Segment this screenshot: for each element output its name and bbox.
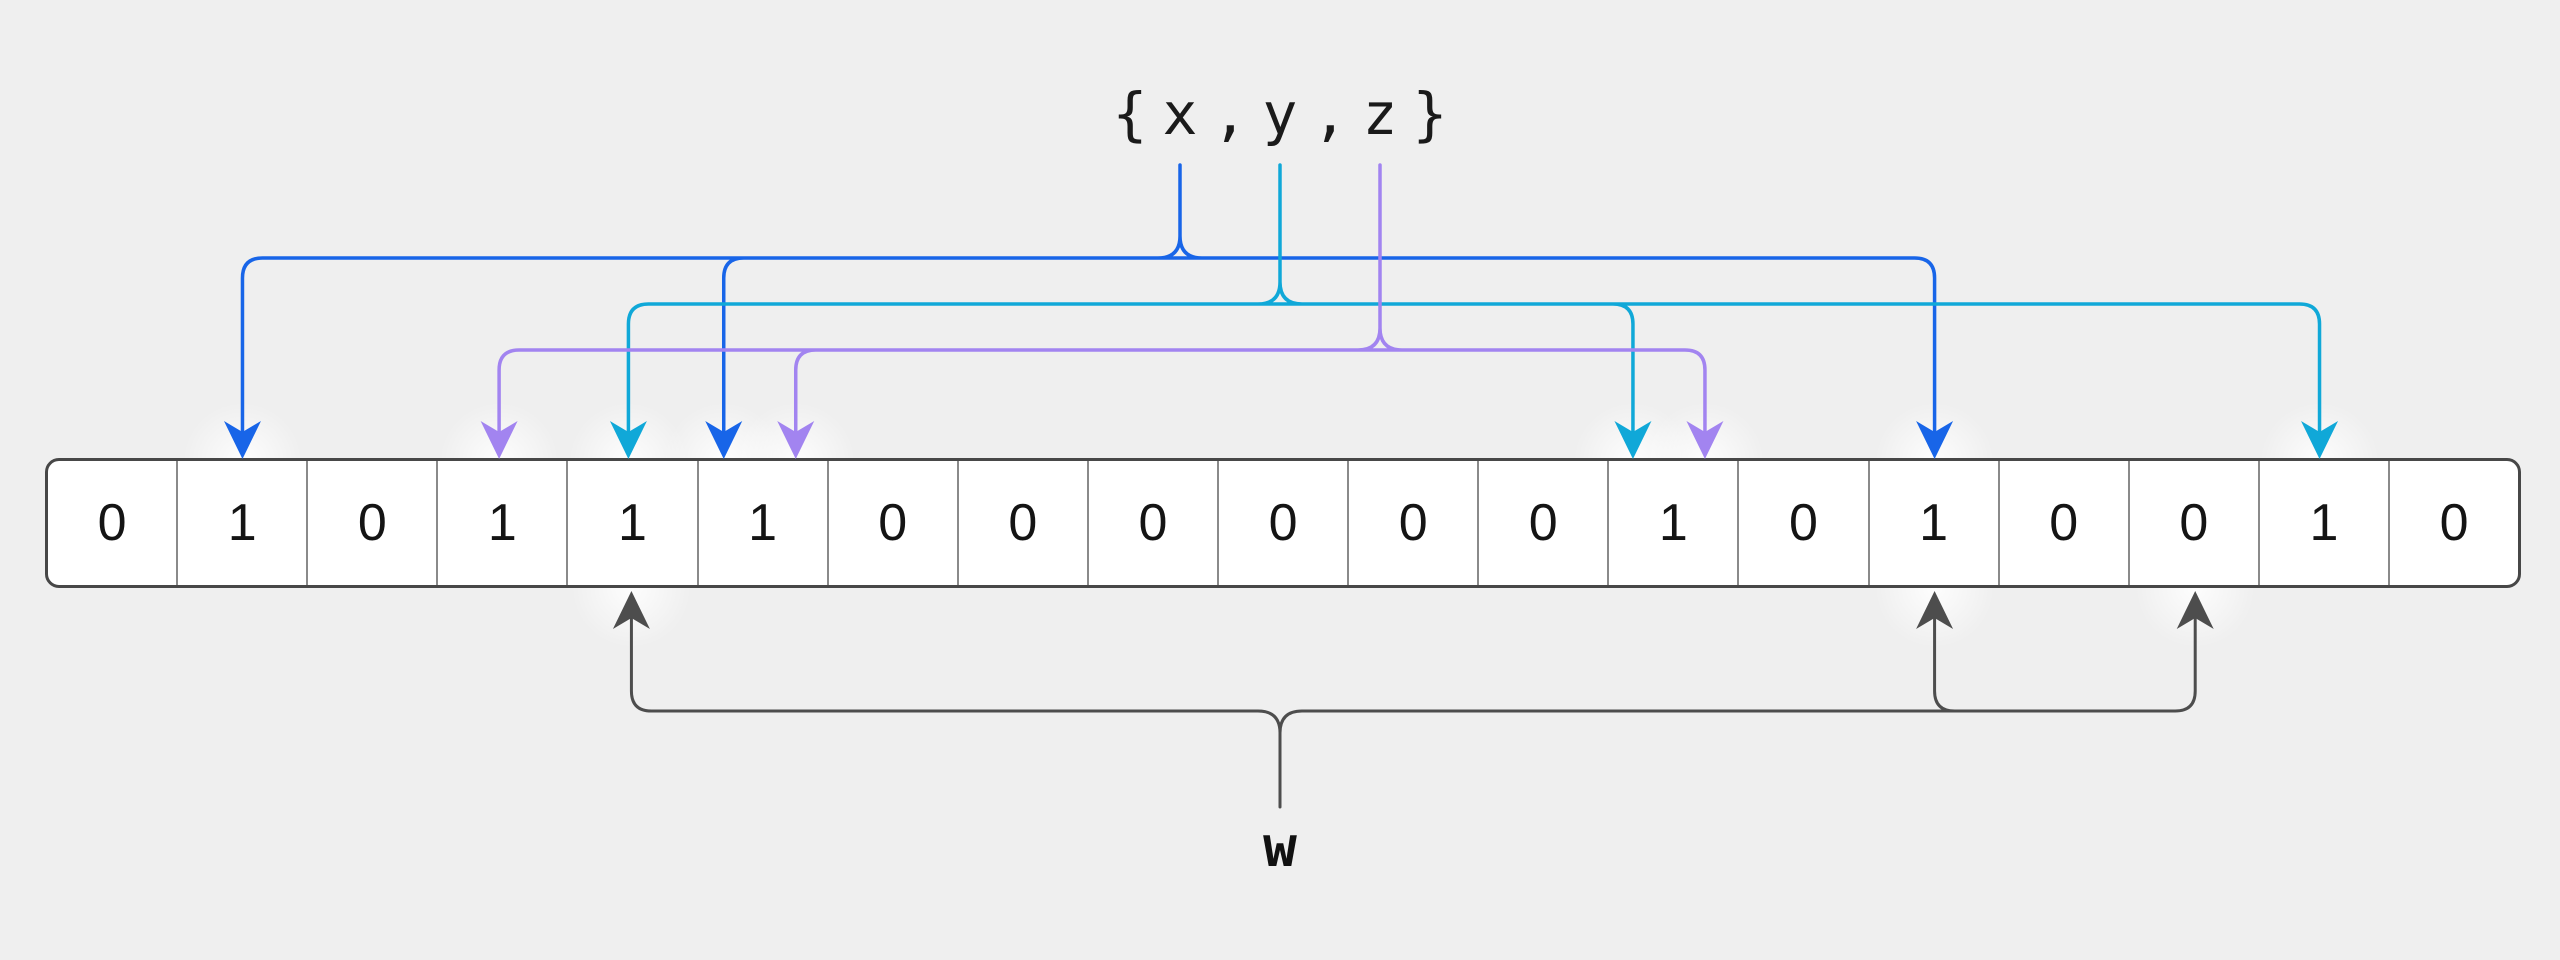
bit-cell: 0: [1479, 461, 1610, 585]
bit-cell: 0: [1349, 461, 1480, 585]
hash-path-y: [626, 163, 2322, 434]
set-glyph: }: [1412, 80, 1448, 148]
hash-path-x: [240, 163, 1937, 434]
bit-cell: 1: [1609, 461, 1740, 585]
bit-cell: 0: [2130, 461, 2260, 585]
bit-cell: 0: [1219, 461, 1350, 585]
bit-cell: 1: [1870, 461, 2000, 585]
query-lines-w: [612, 591, 2214, 809]
bit-cell: 0: [1739, 461, 1870, 585]
down-arrowhead-x: [223, 421, 261, 459]
bit-cell: 0: [308, 461, 439, 585]
bit-cell: 1: [568, 461, 699, 585]
bit-cell: 1: [2260, 461, 2390, 585]
bit-cell: 0: [2439, 494, 2469, 552]
bit-cell: 0: [2000, 461, 2130, 585]
down-arrowhead-z: [480, 421, 518, 459]
query-path-w: [629, 616, 2197, 809]
set-glyph: {: [1112, 80, 1148, 148]
query-label: w: [1263, 815, 1297, 880]
set-glyph: x: [1162, 80, 1198, 148]
down-arrowhead-z: [1686, 421, 1724, 459]
hash-lines-x: [223, 163, 1954, 459]
down-arrowhead-y: [2301, 421, 2339, 459]
down-arrowhead-x: [705, 421, 743, 459]
hash-path-z: [497, 163, 1707, 434]
down-arrowhead-x: [1916, 421, 1954, 459]
bit-cell: 1: [438, 461, 569, 585]
bit-cell: 0: [959, 461, 1089, 585]
hash-lines-z: [480, 163, 1724, 459]
set-glyph: ,: [1312, 80, 1348, 148]
bit-cell: 0: [1089, 461, 1219, 585]
bit-cell: 0: [48, 461, 179, 585]
bit-cell: 1: [699, 461, 829, 585]
set-glyph: z: [1362, 80, 1398, 148]
hash-lines-y: [609, 163, 2339, 459]
down-arrowhead-y: [609, 421, 647, 459]
bit-cell: 0: [829, 461, 959, 585]
up-arrowhead-w: [2176, 591, 2214, 629]
set-glyph: ,: [1212, 80, 1248, 148]
down-arrowhead-y: [1614, 421, 1652, 459]
up-arrowhead-w: [612, 591, 650, 629]
up-arrowhead-w: [1916, 591, 1954, 629]
bit-cell: 1: [178, 461, 309, 585]
down-arrowhead-z: [777, 421, 815, 459]
set-glyph: y: [1262, 80, 1298, 148]
